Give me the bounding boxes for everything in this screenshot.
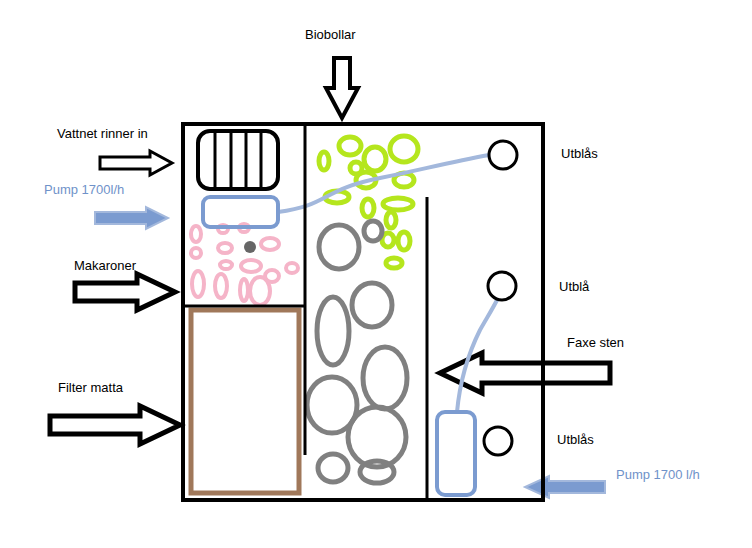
- outlet-label: Utblås: [561, 146, 598, 161]
- part-label: Makaroner: [74, 258, 136, 273]
- pump-label: Pump 1700 l/h: [616, 467, 700, 482]
- pump-label: Pump 1700l/h: [44, 182, 124, 197]
- part-label: Faxe sten: [567, 335, 624, 350]
- part-label: Biobollar: [305, 27, 356, 42]
- part-label: Filter matta: [58, 380, 123, 395]
- outlet-label: Utblås: [557, 432, 594, 447]
- outlet-label: Utblå: [559, 279, 589, 294]
- part-label: Vattnet rinner in: [57, 126, 148, 141]
